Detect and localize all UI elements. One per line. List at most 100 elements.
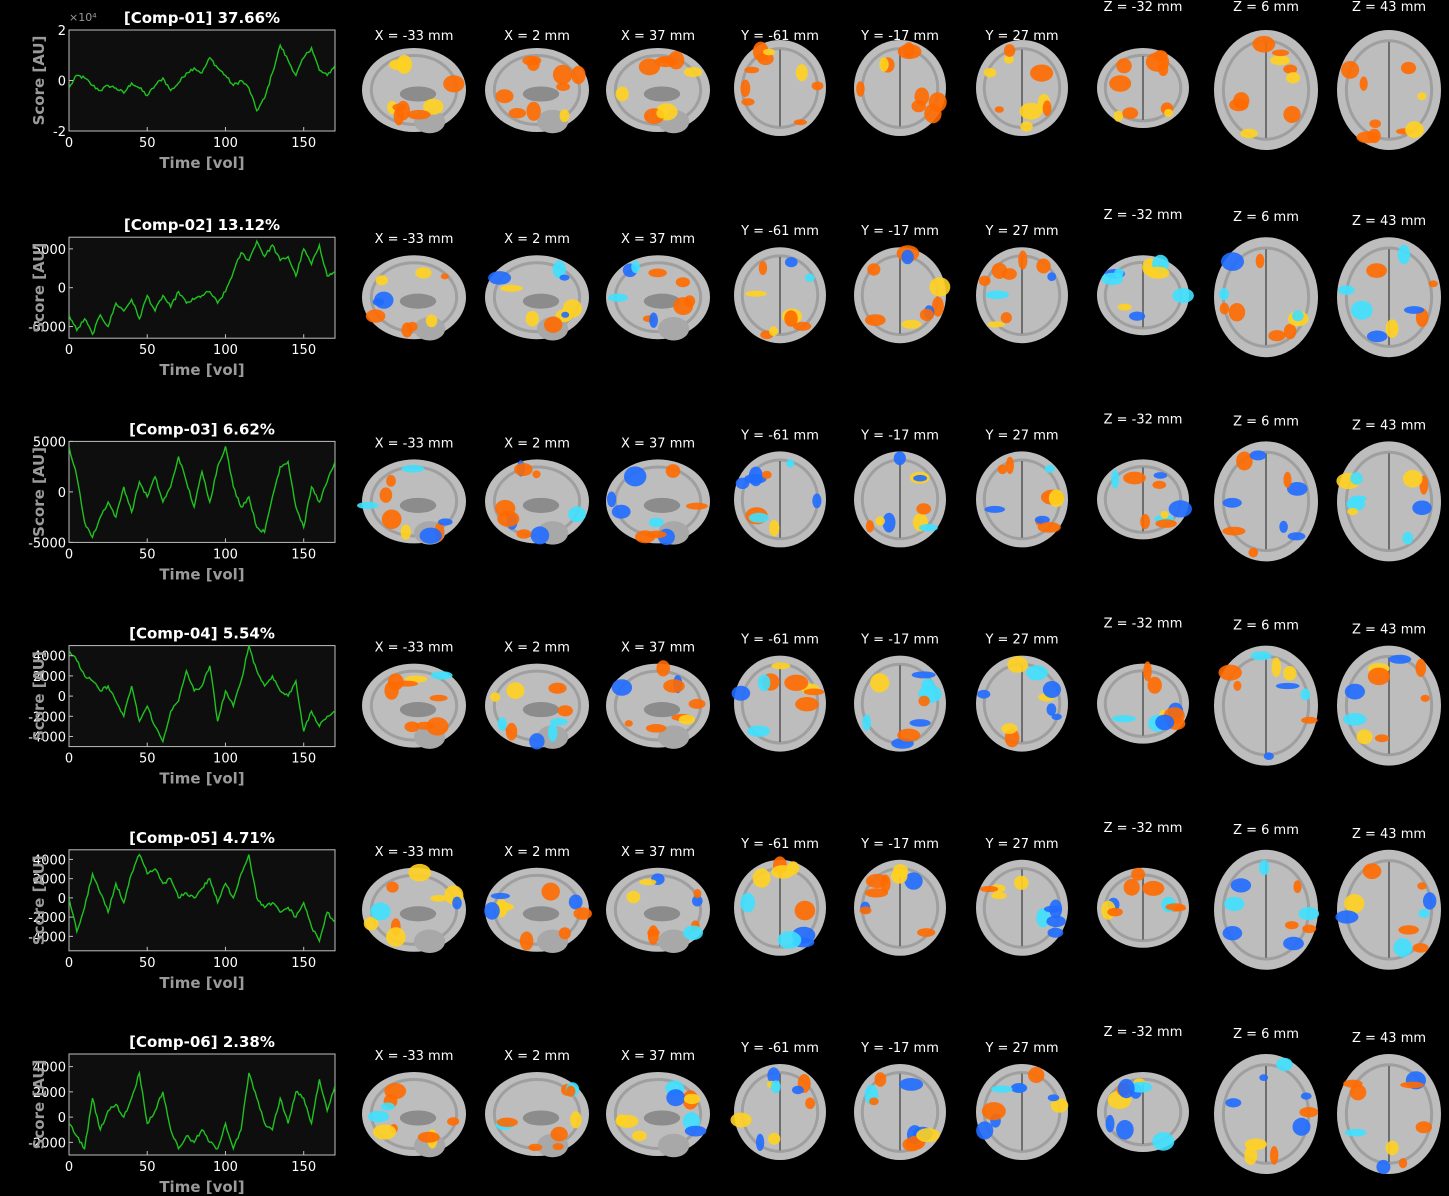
positive-activation-blob — [639, 878, 657, 886]
brain-slice-axial — [1097, 1072, 1189, 1152]
brain-slice-axial — [1335, 849, 1441, 970]
brain-slice-coronal — [976, 247, 1068, 344]
cerebellum — [658, 1133, 690, 1158]
x-tick-label: 100 — [213, 343, 238, 358]
positive-activation-blob — [730, 1112, 752, 1128]
slice-label: Y = 27 mm — [984, 224, 1058, 239]
brain-slice-coronal — [976, 655, 1068, 752]
positive-activation-blob — [929, 277, 951, 297]
negative-activation-blob — [1112, 715, 1136, 723]
positive-activation-blob — [408, 863, 432, 882]
brain-slice-coronal — [731, 655, 826, 752]
negative-activation-blob — [1044, 464, 1055, 473]
negative-activation-blob — [529, 733, 545, 750]
positive-activation-blob — [784, 674, 809, 691]
corpus-callosum — [522, 906, 560, 922]
positive-activation-blob — [864, 314, 886, 326]
slice-label: X = 2 mm — [504, 1049, 570, 1064]
cerebellum — [658, 725, 690, 749]
positive-activation-blob — [1117, 303, 1132, 311]
positive-activation-blob — [870, 673, 890, 693]
slice-label: Z = -32 mm — [1104, 0, 1183, 15]
gray-matter-fold — [740, 254, 820, 337]
negative-activation-blob — [913, 474, 927, 482]
plot-area — [68, 849, 336, 952]
brain-slice-coronal — [854, 40, 947, 136]
slice-label: Z = -32 mm — [1104, 208, 1183, 223]
positive-activation-blob — [784, 310, 798, 327]
brain-slice-sagittal — [485, 255, 589, 341]
y-axis-label: Score [AU] — [30, 651, 48, 741]
positive-activation-blob — [404, 721, 420, 733]
cerebellum — [414, 316, 446, 341]
negative-activation-blob — [611, 679, 633, 696]
positive-activation-blob — [793, 321, 812, 331]
positive-activation-blob — [918, 695, 930, 707]
x-tick-label: 50 — [139, 343, 156, 358]
negative-activation-blob — [1300, 1092, 1312, 1100]
brain-slice-coronal — [854, 655, 946, 752]
positive-activation-blob — [519, 931, 534, 951]
positive-activation-blob — [745, 290, 767, 297]
corpus-callosum — [399, 497, 437, 513]
positive-activation-blob — [994, 106, 1004, 113]
negative-activation-blob — [919, 523, 938, 532]
positive-activation-blob — [1286, 72, 1301, 84]
positive-activation-blob — [365, 309, 386, 323]
slice-label: Y = -17 mm — [860, 224, 939, 239]
cerebellum — [658, 316, 690, 341]
positive-activation-blob — [741, 98, 755, 106]
positive-activation-blob — [500, 284, 523, 292]
positive-activation-blob — [1123, 878, 1140, 896]
brain-slice-sagittal — [485, 1072, 589, 1158]
positive-activation-blob — [386, 475, 396, 487]
negative-activation-blob — [1221, 252, 1244, 271]
positive-activation-blob — [1122, 107, 1139, 119]
positive-activation-blob — [865, 873, 889, 889]
negative-activation-blob — [1047, 272, 1057, 282]
brain-slice-axial — [1337, 645, 1441, 766]
negative-activation-blob — [1276, 1057, 1293, 1072]
score-series-line — [69, 645, 335, 744]
negative-activation-blob — [1042, 681, 1061, 698]
positive-activation-blob — [683, 67, 703, 78]
negative-activation-blob — [1292, 310, 1304, 322]
brain-slice-sagittal — [606, 48, 710, 134]
score-series-line — [69, 1070, 335, 1151]
positive-activation-blob — [997, 464, 1008, 475]
positive-activation-blob — [1001, 723, 1018, 734]
positive-activation-blob — [1283, 106, 1301, 123]
gray-matter-fold — [613, 54, 703, 126]
slice-label: Z = -32 mm — [1104, 1025, 1183, 1040]
positive-activation-blob — [1142, 880, 1165, 896]
negative-activation-blob — [1250, 651, 1272, 661]
negative-activation-blob — [561, 311, 570, 318]
x-axis-label: Time [vol] — [159, 974, 244, 992]
negative-activation-blob — [548, 723, 558, 742]
brain-slice-sagittal — [606, 867, 710, 954]
slice-label: X = 37 mm — [621, 845, 695, 860]
positive-activation-blob — [686, 502, 708, 510]
negative-activation-blob — [666, 1089, 686, 1107]
positive-activation-blob — [769, 519, 780, 537]
negative-activation-blob — [757, 674, 771, 692]
corpus-callosum — [522, 1110, 560, 1126]
negative-activation-blob — [452, 896, 462, 910]
positive-activation-blob — [683, 1093, 701, 1105]
positive-activation-blob — [407, 109, 431, 120]
slice-label: Z = -32 mm — [1104, 412, 1183, 427]
negative-activation-blob — [984, 505, 1005, 513]
corpus-callosum — [643, 86, 681, 102]
slice-label: Z = 43 mm — [1352, 214, 1426, 229]
negative-activation-blob — [419, 527, 442, 544]
gray-matter-fold — [369, 669, 459, 742]
positive-activation-blob — [981, 1102, 1006, 1121]
positive-activation-blob — [794, 900, 816, 921]
negative-activation-blob — [1366, 330, 1388, 343]
positive-activation-blob — [1018, 250, 1028, 270]
positive-activation-blob — [1428, 280, 1438, 288]
positive-activation-blob — [1228, 303, 1246, 322]
